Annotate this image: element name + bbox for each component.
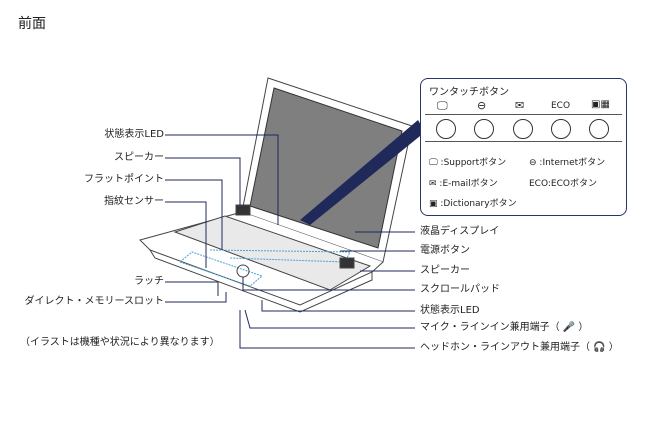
legend-dictionary-text: :Dictionaryボタン <box>440 199 517 209</box>
label-memory-slot: ダイレクト・メモリースロット <box>24 296 165 307</box>
eco-icon: ECO <box>551 101 571 111</box>
label-speaker-left: スピーカー <box>114 152 164 163</box>
one-touch-buttons-panel: ワンタッチボタン 🖵 ⊖ ✉ ECO ▣▦ 🖵 :Supportボタン ⊖ :I… <box>420 78 627 216</box>
label-latch: ラッチ <box>134 276 164 287</box>
legend-dictionary: ▣ :Dictionaryボタン <box>429 199 517 209</box>
support-button[interactable] <box>436 119 456 139</box>
legend-internet-text: :Internetボタン <box>539 158 606 168</box>
legend-support: 🖵 :Supportボタン <box>429 158 507 168</box>
label-status-led-right: 状態表示LED <box>420 305 480 316</box>
legend-email-text: :E-mailボタン <box>439 179 498 189</box>
legend-eco: ECO:ECOボタン <box>529 179 597 189</box>
internet-button[interactable] <box>474 119 494 139</box>
label-speaker-right: スピーカー <box>420 265 470 276</box>
note: （イラストは機種や状況により異なります） <box>20 337 220 348</box>
label-scroll-pad: スクロールパッド <box>420 284 500 295</box>
label-flat-point: フラットポイント <box>84 174 164 185</box>
label-status-led-left: 状態表示LED <box>104 129 164 140</box>
label-lcd: 液晶ディスプレイ <box>420 226 500 237</box>
dictionary-button[interactable] <box>589 119 609 139</box>
email-button[interactable] <box>513 119 533 139</box>
email-icon: ✉ <box>515 99 525 112</box>
page-title: 前面 <box>18 16 46 32</box>
label-headphone-jack: ヘッドホン・ラインアウト兼用端子（ 🎧 ） <box>420 342 619 353</box>
legend-support-text: :Supportボタン <box>440 158 507 168</box>
label-fingerprint-sensor: 指紋センサー <box>104 196 164 207</box>
label-power-button: 電源ボタン <box>420 245 470 256</box>
support-icon: 🖵 <box>437 99 448 112</box>
legend-internet: ⊖ :Internetボタン <box>529 158 606 168</box>
label-mic-jack: マイク・ラインイン兼用端子（ 🎤 ） <box>420 322 589 333</box>
eco-button[interactable] <box>551 119 571 139</box>
dictionary-icon: ▣▦ <box>591 99 610 110</box>
legend-email: ✉ :E-mailボタン <box>429 179 498 189</box>
internet-icon: ⊖ <box>477 99 487 112</box>
inset-title: ワンタッチボタン <box>429 87 509 98</box>
